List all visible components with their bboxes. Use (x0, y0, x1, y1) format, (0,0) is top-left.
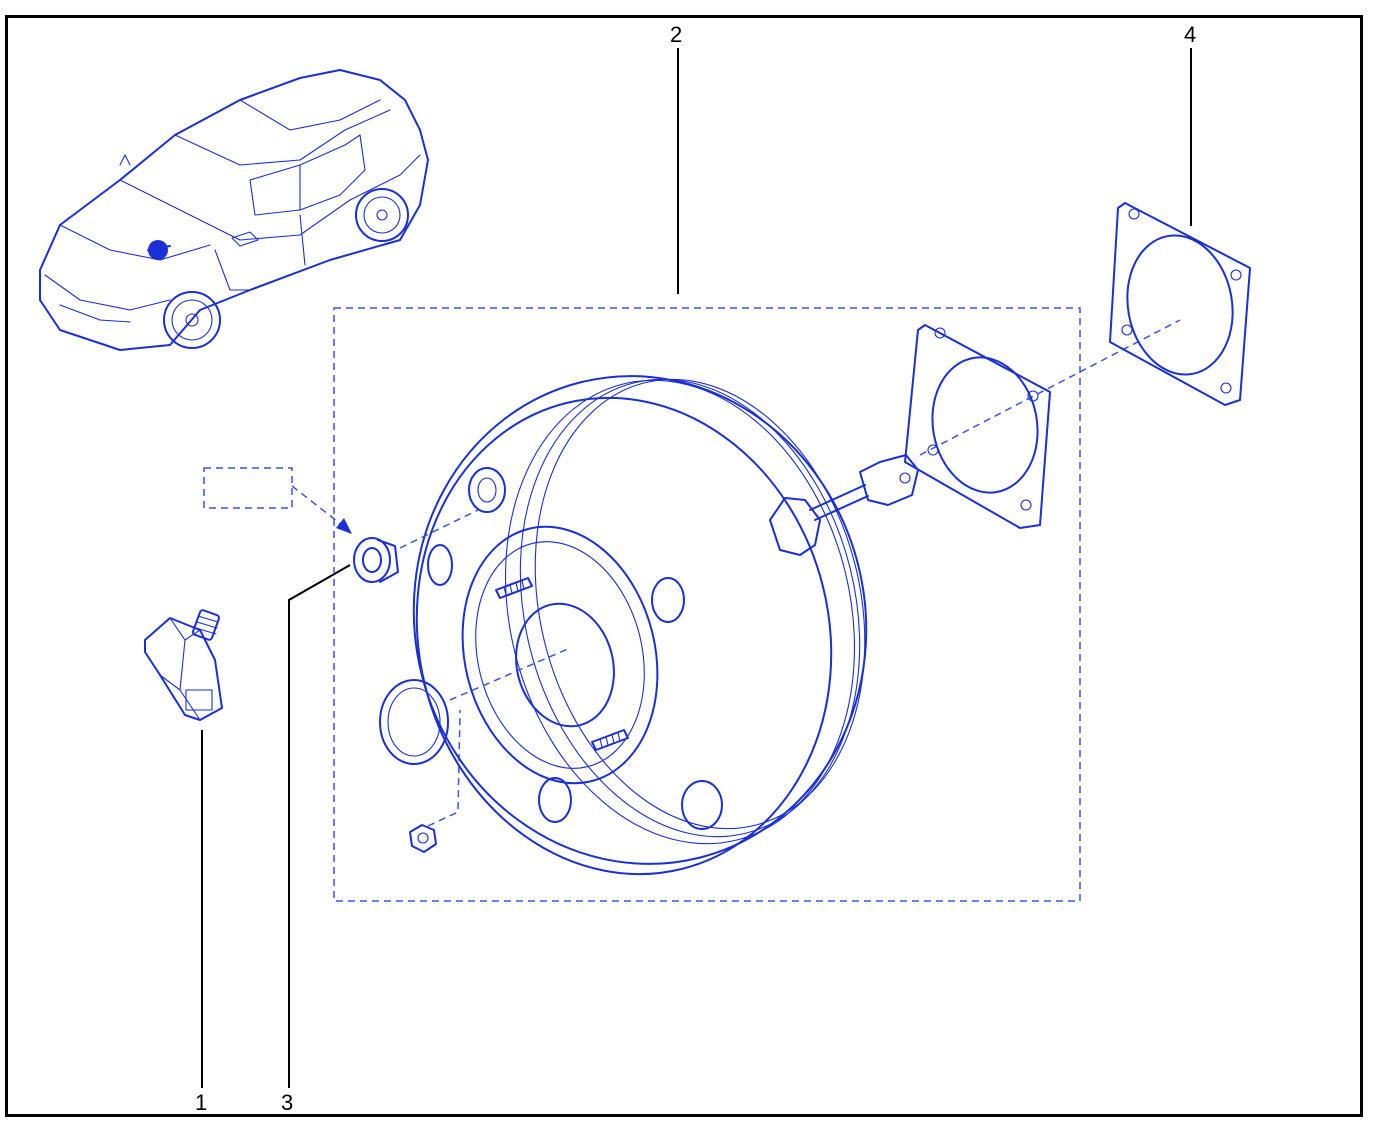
callout-label-1: 1 (195, 1090, 208, 1115)
leader-line-3 (288, 564, 351, 1088)
o-ring (379, 679, 449, 765)
kit-group-box (333, 307, 1081, 902)
reference-box (203, 467, 293, 509)
vehicle-location-illustration (39, 69, 429, 351)
leader-lines (201, 48, 1192, 1088)
center-axis-line-right (919, 319, 1181, 456)
callout-label-4: 4 (1184, 22, 1197, 47)
stud-lower (591, 729, 629, 751)
center-axis-line-left (449, 647, 571, 701)
grommet-axis-line (399, 509, 479, 549)
grommet-part-3 (353, 537, 399, 583)
gasket-in-kit (904, 324, 1051, 529)
callout-label-3: 3 (281, 1090, 294, 1115)
nut (409, 824, 437, 853)
diagram-frame (5, 15, 1363, 1117)
callout-label-2: 2 (670, 22, 683, 47)
brake-booster-part-2 (412, 375, 919, 876)
reference-arrowhead (336, 518, 352, 534)
pressure-sensor-part-1 (144, 609, 223, 721)
pushrod (769, 454, 919, 556)
reference-arrow-line (291, 485, 343, 526)
booster-location-marker (148, 240, 168, 260)
gasket-part-4 (1109, 202, 1251, 406)
stud-upper (495, 577, 533, 599)
nut-alignment-line (427, 709, 461, 827)
